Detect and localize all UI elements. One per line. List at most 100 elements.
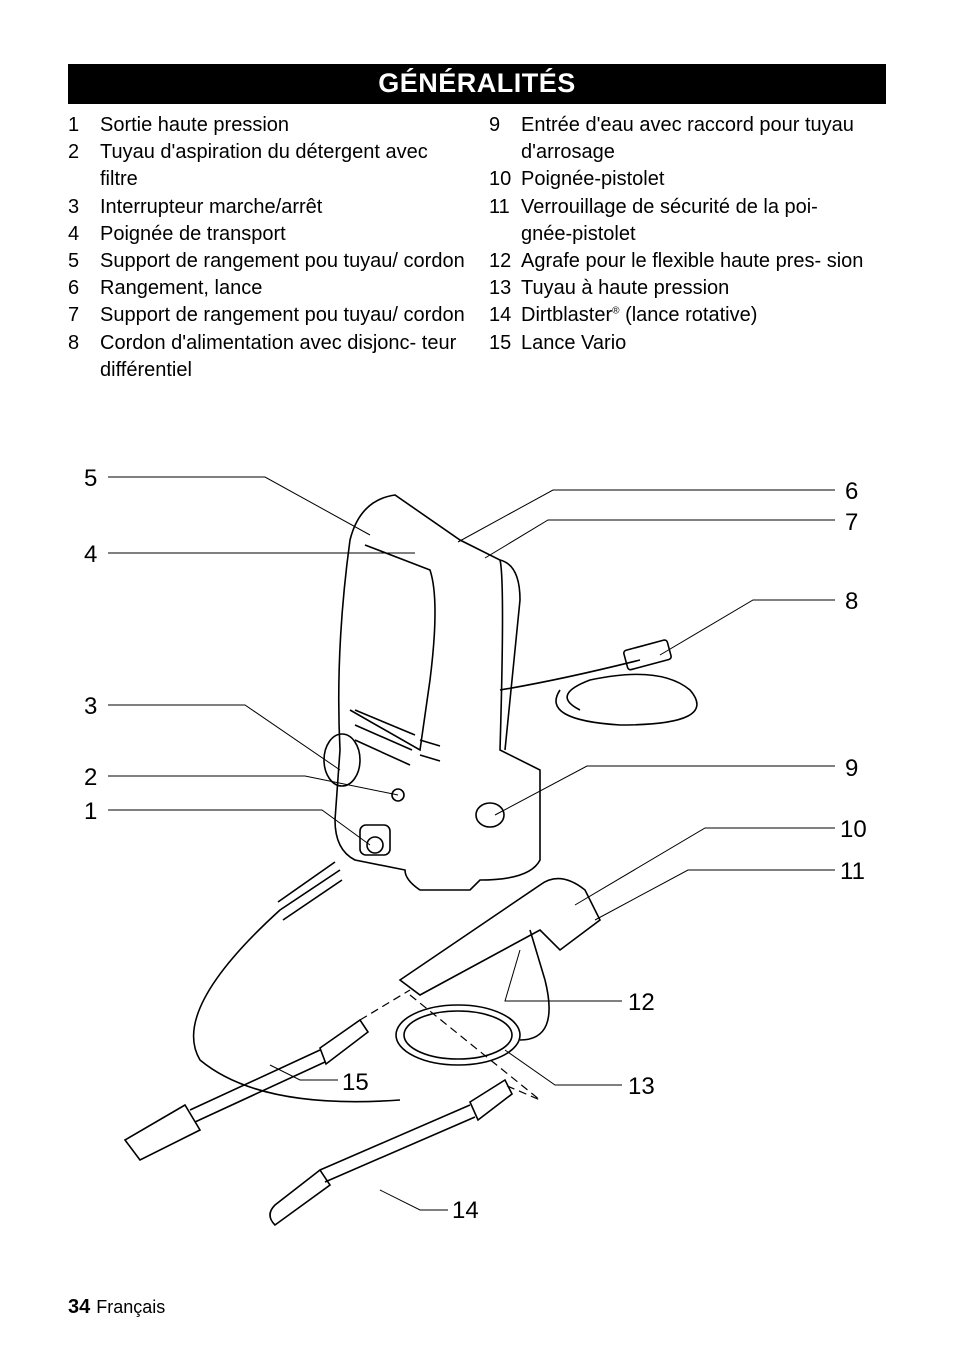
leader-6 [457,489,835,543]
item-text: Support de rangement pou tuyau/ cordon [100,304,465,327]
water-inlet [475,802,505,828]
outlet-fitting [366,836,384,854]
parts-list-left: 1 Sortie haute pression 2 Tuyau d'aspirati… [68,112,468,384]
item-number: 6 [68,277,80,300]
leader-11 [594,869,835,921]
list-item: 14 Dirtblaster® (lance rotative) [489,302,874,329]
item-text: Tuyau d'aspiration du détergent avec fil… [100,141,428,191]
item-number: 1 [68,114,80,136]
machine-body [334,494,541,891]
callout-15: 15 [342,1069,369,1096]
coiled-hose [395,1004,521,1066]
gun-hose-clip [529,929,546,981]
item-number: 2 [68,141,80,164]
spray-gun [398,877,602,996]
item-text: Support de rangement pou tuyau/ cordon [100,250,465,273]
vario-lance-shaft [189,1049,326,1123]
callout-11: 11 [840,858,865,885]
item-number: 13 [489,277,512,300]
list-item: 4 Poignée de transport [68,221,468,248]
leader-1 [108,809,371,846]
callout-10: 10 [840,816,867,843]
machine-vents [354,709,441,766]
high-pressure-hose-a [192,869,401,1103]
callout-12: 12 [628,989,655,1016]
list-item: 1 Sortie haute pression [68,112,468,139]
callout-8: 8 [845,588,858,615]
callout-7: 7 [845,509,858,536]
callout-2: 2 [84,764,97,791]
leader-9 [494,765,835,816]
item-number: 12 [489,250,512,273]
item-number: 8 [68,331,80,354]
callout-3: 3 [84,693,97,720]
list-item: 13 Tuyau à haute pression [489,275,874,302]
list-item: 3 Interrupteur marche/arrêt [68,194,468,221]
machine-panel [349,544,436,752]
item-number: 11 [489,195,510,218]
item-text: Interrupteur marche/arrêt [100,195,323,218]
leader-7 [484,519,835,559]
callout-5: 5 [84,465,97,492]
item-text: Sortie haute pression [100,114,290,136]
leader-8 [659,599,835,656]
power-cord [499,659,698,726]
item-text: Cordon d'alimentation avec disjonc- teur… [100,331,457,381]
leader-15 [269,1064,338,1081]
item-text: Dirtblaster® (lance rotative) [521,302,874,329]
page-number: 34 [68,1296,91,1318]
leader-3 [108,704,341,771]
gun-hose-link [519,979,550,1041]
dirtblaster-nozzle [269,1168,332,1227]
item-text-suffix: (lance rotative) [619,304,758,327]
list-item: 15 Lance Vario [489,330,874,357]
callout-6: 6 [845,478,858,505]
dirtblaster-shaft [319,1104,476,1183]
leader-10 [574,827,835,906]
on-off-switch [323,733,361,787]
high-pressure-outlet [359,824,391,856]
rcd-plug [623,639,672,671]
leader-12 [504,949,622,1002]
item-text: Lance Vario [521,331,627,354]
list-item: 7 Support de rangement pou tuyau/ cordon [68,302,468,329]
list-item: 2 Tuyau d'aspiration du détergent avec fi… [68,139,468,193]
item-number: 3 [68,195,80,218]
list-item: 10 Poignée-pistolet [489,166,874,193]
pressure-washer-diagram: 5 4 3 2 1 6 7 8 9 10 11 12 13 14 15 [84,465,867,1227]
item-text: Tuyau à haute pression [521,277,730,300]
leader-5 [108,476,371,536]
item-text: Agrafe pour le flexible haute pres- sion [521,250,864,273]
registered-mark: ® [612,305,620,317]
item-text-main: Dirtblaster [521,304,613,327]
dirtblaster-coupling [468,1078,514,1122]
callout-1: 1 [84,798,97,825]
coiled-hose-inner [403,1010,513,1060]
hose-fitting [277,861,343,921]
item-text: Entrée d'eau avec raccord pour tuyau d'a… [521,114,854,164]
item-text: Poignée-pistolet [521,168,665,191]
leader-2 [108,775,399,796]
callout-9: 9 [845,755,858,782]
item-text: Poignée de transport [100,222,286,245]
vario-lance-nozzle [123,1103,202,1162]
item-number: 14 [489,304,512,327]
footer-language: Français [96,1297,166,1317]
item-number: 4 [68,222,80,245]
item-number: 15 [489,331,512,354]
item-number: 10 [489,168,512,191]
vario-lance-coupling [319,1018,370,1066]
list-item: 8 Cordon d'alimentation avec disjonc- teu… [68,330,468,384]
item-number: 7 [68,304,80,327]
section-title: GÉNÉRALITÉS [68,64,886,104]
leader-13 [504,1049,622,1086]
callout-14: 14 [452,1197,479,1224]
callout-13: 13 [628,1073,655,1100]
leader-14 [379,1189,448,1211]
